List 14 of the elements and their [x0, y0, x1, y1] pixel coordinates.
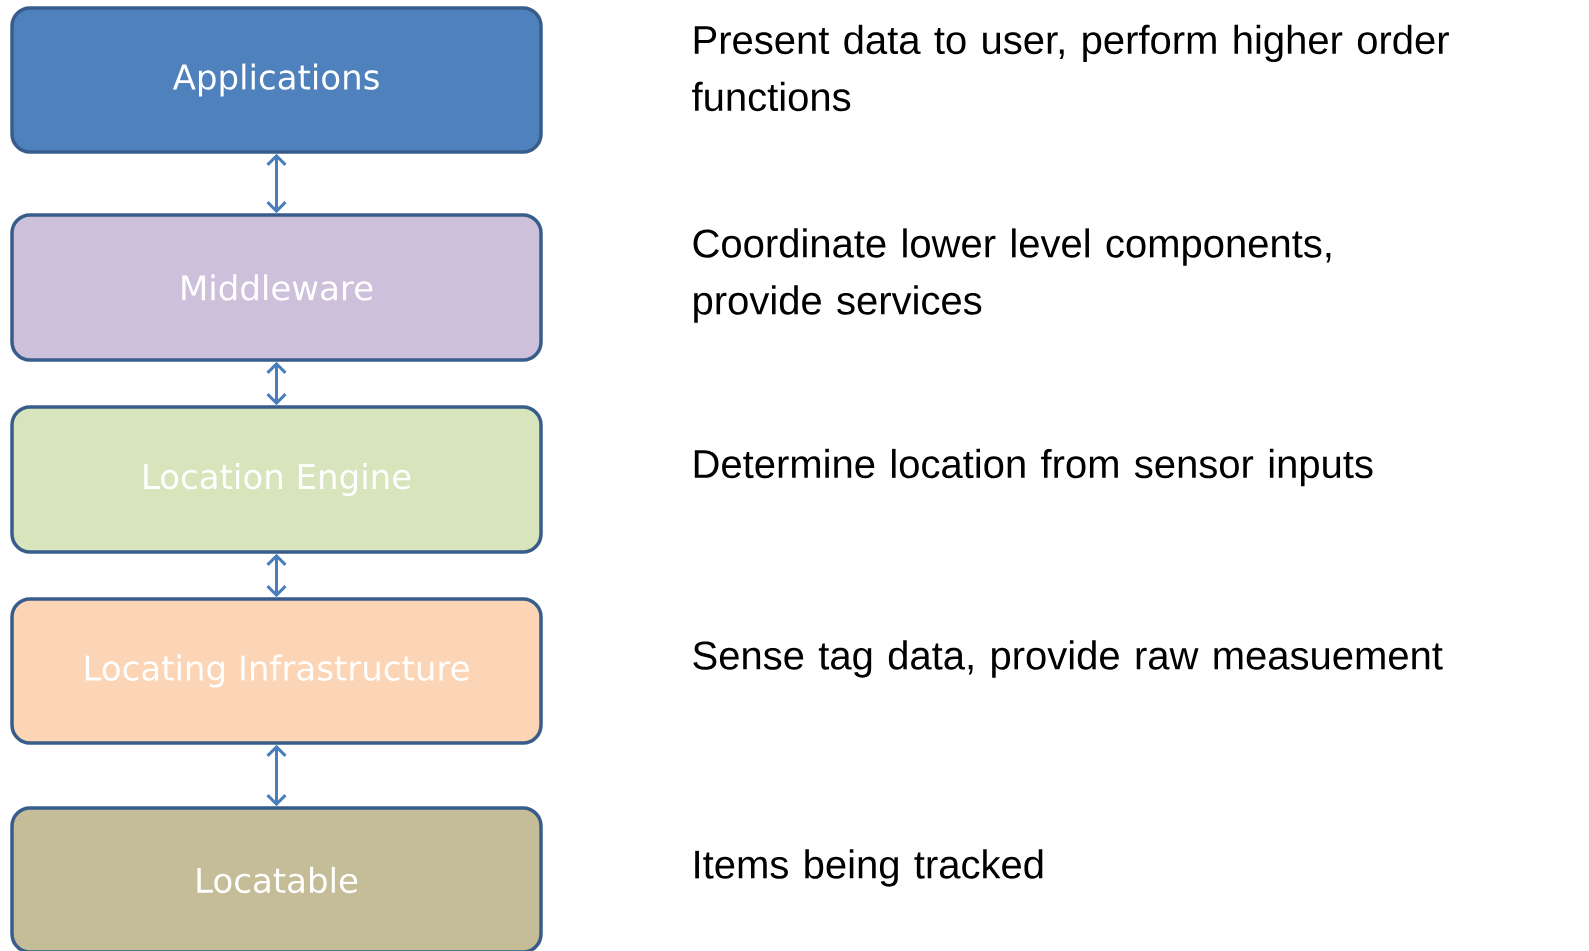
double-arrow	[266, 553, 287, 598]
layer-box: Location Engine	[10, 405, 543, 554]
layer-box: Locating Infrastructure	[10, 597, 543, 745]
description-text: Coordinate lower level components, provide services	[693, 228, 1331, 323]
double-arrow	[266, 361, 287, 406]
double-arrow	[266, 744, 287, 807]
layer-box: Middleware	[10, 213, 543, 362]
description-text: Items being tracked	[695, 849, 1043, 887]
description-text: Present data to user, perform higher order functions	[692, 24, 1449, 112]
layer-box: Applications	[10, 6, 543, 154]
double-arrow	[266, 153, 287, 214]
description-text: Sense tag data, provide raw measuement	[693, 640, 1443, 678]
layer-box: Locatable	[10, 806, 543, 951]
description-text: Determine location from sensor inputs	[694, 448, 1373, 487]
